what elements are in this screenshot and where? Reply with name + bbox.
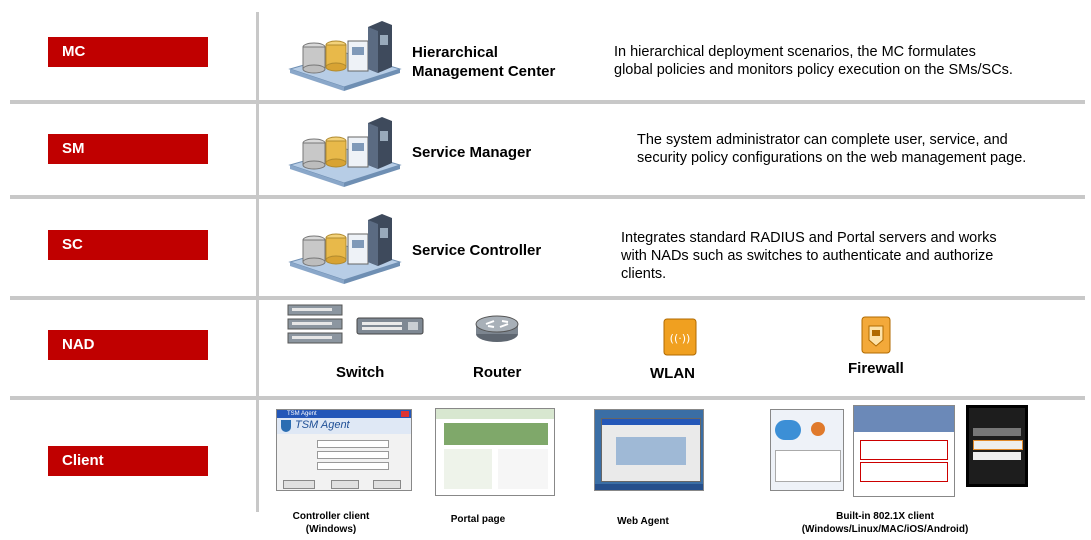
mc-title-line1: Hierarchical — [412, 44, 498, 61]
nad-firewall-label: Firewall — [848, 360, 904, 377]
server-icon — [288, 214, 402, 284]
mc-title-line2: Management Center — [412, 63, 556, 80]
tsm-header: TSM Agent — [277, 418, 411, 434]
builtin-mac-screenshot — [853, 405, 955, 497]
tsm-button — [283, 480, 315, 489]
mc-title: Hierarchical Management Center — [412, 43, 555, 81]
caption-controller-client: Controller client (Windows) — [286, 510, 376, 536]
label-mc: MC — [48, 37, 208, 67]
shield-icon — [281, 420, 291, 432]
sc-description: Integrates standard RADIUS and Portal se… — [621, 229, 997, 283]
tsm-input — [317, 440, 389, 448]
caption-builtin-client: Built-in 802.1X client (Windows/Linux/MA… — [790, 510, 980, 536]
sc-desc-line2: with NADs such as switches to authentica… — [621, 248, 994, 264]
vertical-divider — [256, 12, 259, 512]
wlan-ap-icon: ((·)) — [663, 318, 697, 356]
android-field — [973, 428, 1021, 436]
web-agent-screenshot — [594, 409, 704, 491]
caption-portal-page: Portal page — [450, 514, 506, 525]
tsm-input — [317, 451, 389, 459]
sc-desc-line1: Integrates standard RADIUS and Portal se… — [621, 230, 997, 246]
tsm-input — [317, 462, 389, 470]
server-icon — [288, 21, 402, 91]
mac-password-field — [860, 462, 948, 482]
label-client: Client — [48, 446, 208, 476]
caption-line: (Windows/Linux/MAC/iOS/Android) — [801, 524, 969, 535]
tsm-titlebar: TSM Agent — [277, 410, 411, 418]
builtin-form — [775, 450, 841, 482]
user-icon — [811, 422, 825, 436]
label-nad: NAD — [48, 330, 208, 360]
mc-desc-line1: In hierarchical deployment scenarios, th… — [614, 44, 976, 60]
caption-line: Controller client — [292, 511, 370, 522]
row-separator — [10, 195, 1085, 199]
network-icon — [775, 420, 801, 440]
mc-description: In hierarchical deployment scenarios, th… — [614, 43, 1013, 79]
sm-description: The system administrator can complete us… — [637, 131, 1026, 167]
caption-web-agent: Web Agent — [617, 516, 669, 527]
mac-header — [854, 406, 954, 432]
row-separator — [10, 296, 1085, 300]
mc-desc-line2: global policies and monitors policy exec… — [614, 62, 1013, 78]
web-agent-window — [601, 418, 701, 482]
sm-desc-line1: The system administrator can complete us… — [637, 132, 1008, 148]
nad-wlan-label: WLAN — [650, 365, 695, 382]
router-icon — [475, 315, 519, 342]
switch-stack-icon — [287, 304, 343, 344]
svg-text:((·)): ((·)) — [670, 332, 691, 345]
caption-line: (Windows) — [305, 524, 357, 535]
nad-switch-label: Switch — [336, 364, 385, 381]
tsm-agent-window: TSM Agent TSM Agent — [276, 409, 412, 491]
nad-router-label: Router — [473, 364, 522, 381]
sc-desc-line3: clients. — [621, 266, 667, 282]
firewall-icon — [861, 316, 891, 354]
sc-title: Service Controller — [412, 242, 542, 259]
label-sc: SC — [48, 230, 208, 260]
switch-icon — [356, 317, 424, 335]
tsm-button — [373, 480, 401, 489]
builtin-windows-screenshot — [770, 409, 844, 491]
web-agent-titlebar — [602, 419, 700, 425]
portal-banner — [444, 423, 548, 445]
taskbar — [595, 484, 703, 490]
server-icon — [288, 117, 402, 187]
portal-header — [436, 409, 554, 419]
row-separator — [10, 396, 1085, 400]
label-sm: SM — [48, 134, 208, 164]
sm-title: Service Manager — [412, 144, 532, 161]
android-field — [973, 440, 1023, 450]
caption-line: Built-in 802.1X client — [836, 511, 934, 522]
portal-page-screenshot — [435, 408, 555, 496]
portal-panel — [498, 449, 548, 489]
web-agent-dialog — [616, 437, 686, 465]
portal-panel — [444, 449, 492, 489]
tsm-button — [331, 480, 359, 489]
close-icon — [401, 411, 409, 417]
row-separator — [10, 100, 1085, 104]
sm-desc-line2: security policy configurations on the we… — [637, 150, 1027, 166]
builtin-android-screenshot — [966, 405, 1028, 487]
android-field — [973, 452, 1021, 460]
mac-username-field — [860, 440, 948, 460]
tsm-title: TSM Agent — [295, 419, 350, 431]
